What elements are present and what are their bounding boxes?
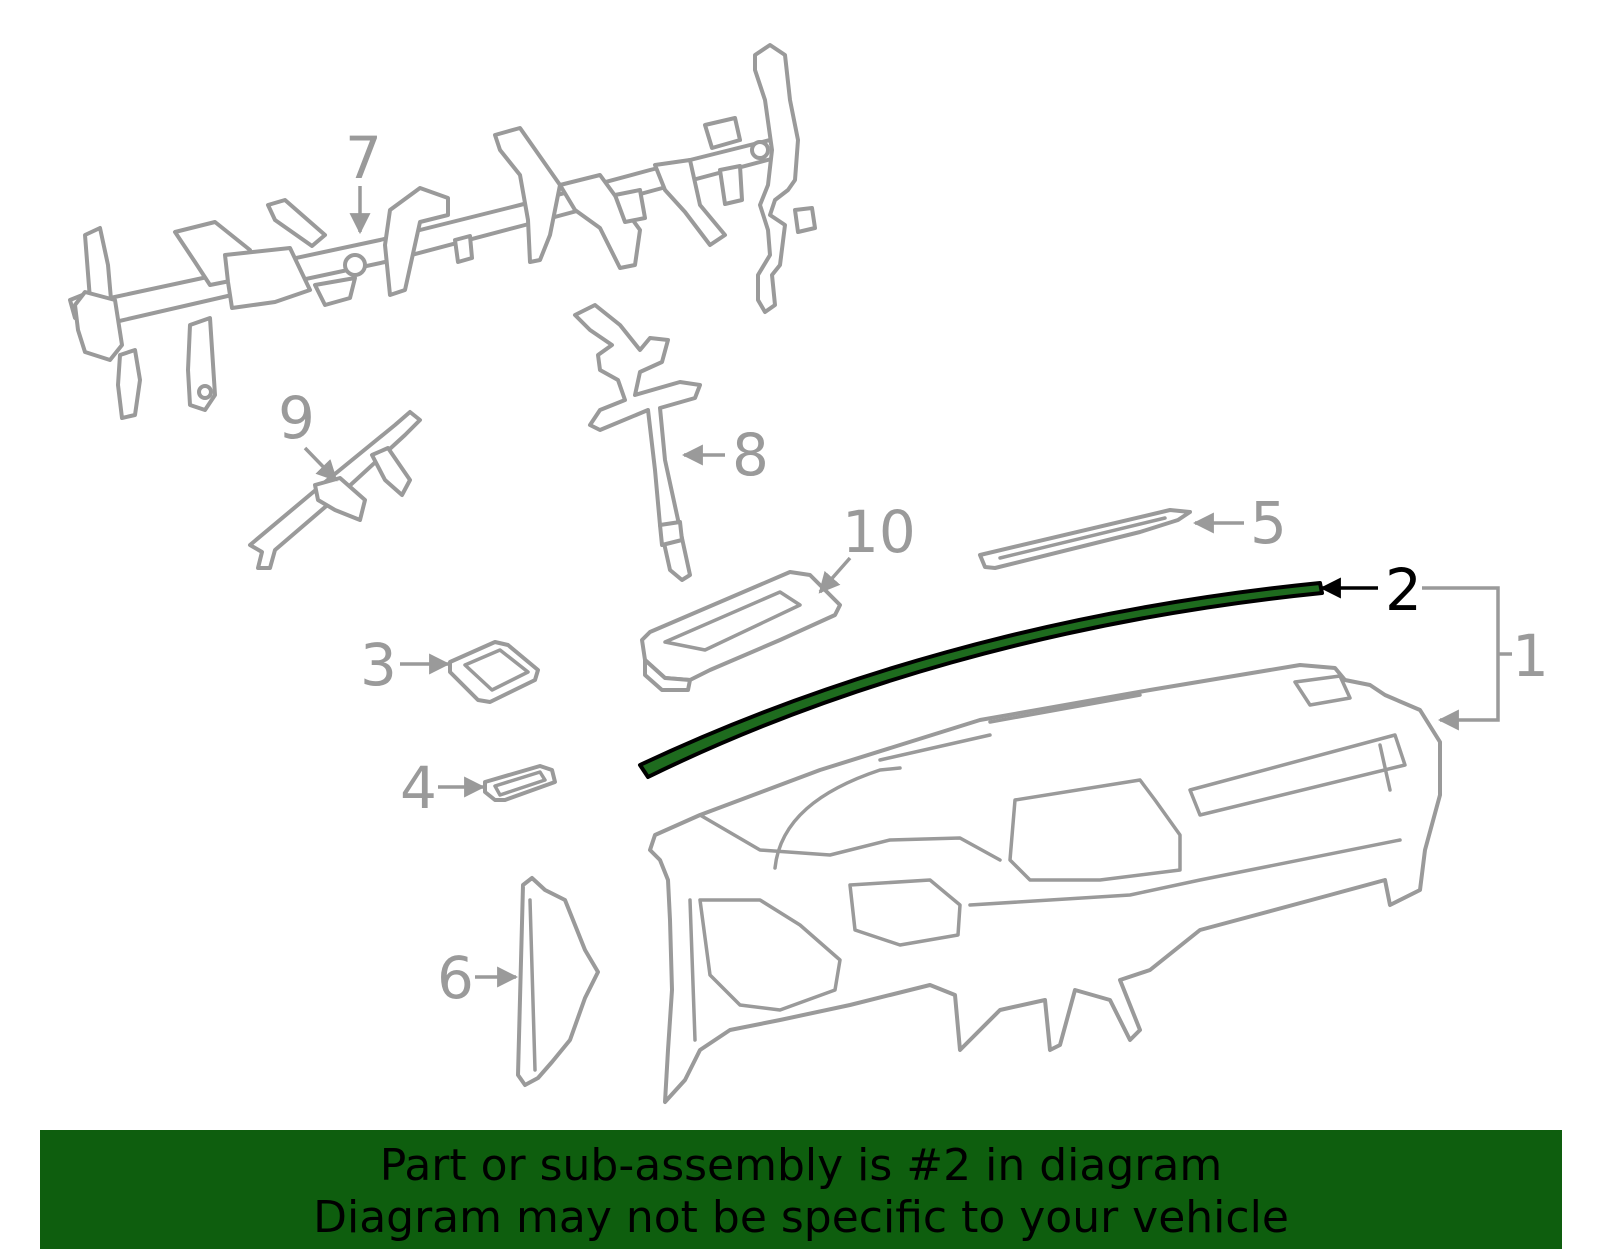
callout-1-bracket: 1 xyxy=(1422,586,1549,731)
part-3-cover[interactable] xyxy=(448,640,540,704)
callout-label-8: 8 xyxy=(732,421,769,489)
callout-5: 5 xyxy=(1192,489,1287,557)
part-7-reinforcement-beam[interactable] xyxy=(68,43,817,420)
leader-10 xyxy=(818,556,852,594)
callout-9: 9 xyxy=(278,384,338,482)
callout-label-10: 10 xyxy=(842,498,916,566)
callout-label-4: 4 xyxy=(400,754,437,822)
callout-label-9: 9 xyxy=(278,384,315,452)
callout-3: 3 xyxy=(360,631,451,699)
part-9-bracket[interactable] xyxy=(248,410,422,570)
bracket-1 xyxy=(1422,586,1500,722)
part-10-storage-box[interactable] xyxy=(640,570,842,692)
leader-9 xyxy=(303,446,338,482)
callout-label-1: 1 xyxy=(1512,622,1549,690)
callout-7: 7 xyxy=(345,124,382,235)
callout-label-5: 5 xyxy=(1250,489,1287,557)
callout-label-3: 3 xyxy=(360,631,397,699)
banner-line-2: Diagram may not be specific to your vehi… xyxy=(313,1192,1289,1243)
callout-10: 10 xyxy=(818,498,916,594)
part-6-side-panel[interactable] xyxy=(516,876,600,1087)
callout-label-7: 7 xyxy=(345,124,382,192)
callout-label-6: 6 xyxy=(437,944,474,1012)
banner-line-1: Part or sub-assembly is #2 in diagram xyxy=(379,1140,1223,1191)
part-4-switch-bezel[interactable] xyxy=(483,764,557,802)
part-5-trim-strip[interactable] xyxy=(978,508,1192,570)
part-1-instrument-panel[interactable] xyxy=(648,663,1442,1104)
callout-2: 2 xyxy=(1319,556,1422,624)
notice-banner: Part or sub-assembly is #2 in diagram Di… xyxy=(40,1130,1562,1249)
callout-label-2: 2 xyxy=(1385,556,1422,624)
part-8-support-brace[interactable] xyxy=(573,303,702,582)
callout-4: 4 xyxy=(400,754,486,822)
callout-6: 6 xyxy=(437,944,519,1012)
callout-8: 8 xyxy=(681,421,769,489)
